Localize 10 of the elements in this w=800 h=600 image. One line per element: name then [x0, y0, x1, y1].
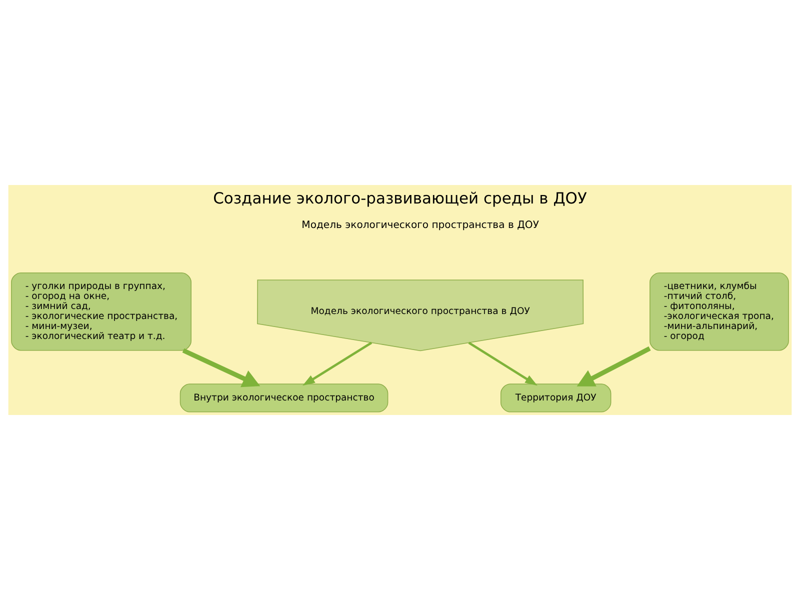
arrow [468, 342, 538, 386]
arrow [182, 348, 260, 388]
node-box: Внутри экологическое пространство [180, 384, 388, 412]
node-box: Территория ДОУ [500, 384, 612, 412]
arrow [302, 342, 372, 386]
diagram-title: Создание эколого-развивающей среды в ДОУ [213, 190, 587, 208]
arrow [576, 346, 651, 386]
node-box: - уголки природы в группах, - огород на окне, - зимний сад, - экологические пространства, - мини-музеи, - экологический театр и т.д. [11, 272, 192, 351]
label: Модель экологического пространства в ДОУ [302, 220, 539, 231]
node-box: -цветники, клумбы -птичий столб, - фитополяны, -экологическая тропа, -мини-альпинарий, - огород [650, 272, 789, 351]
